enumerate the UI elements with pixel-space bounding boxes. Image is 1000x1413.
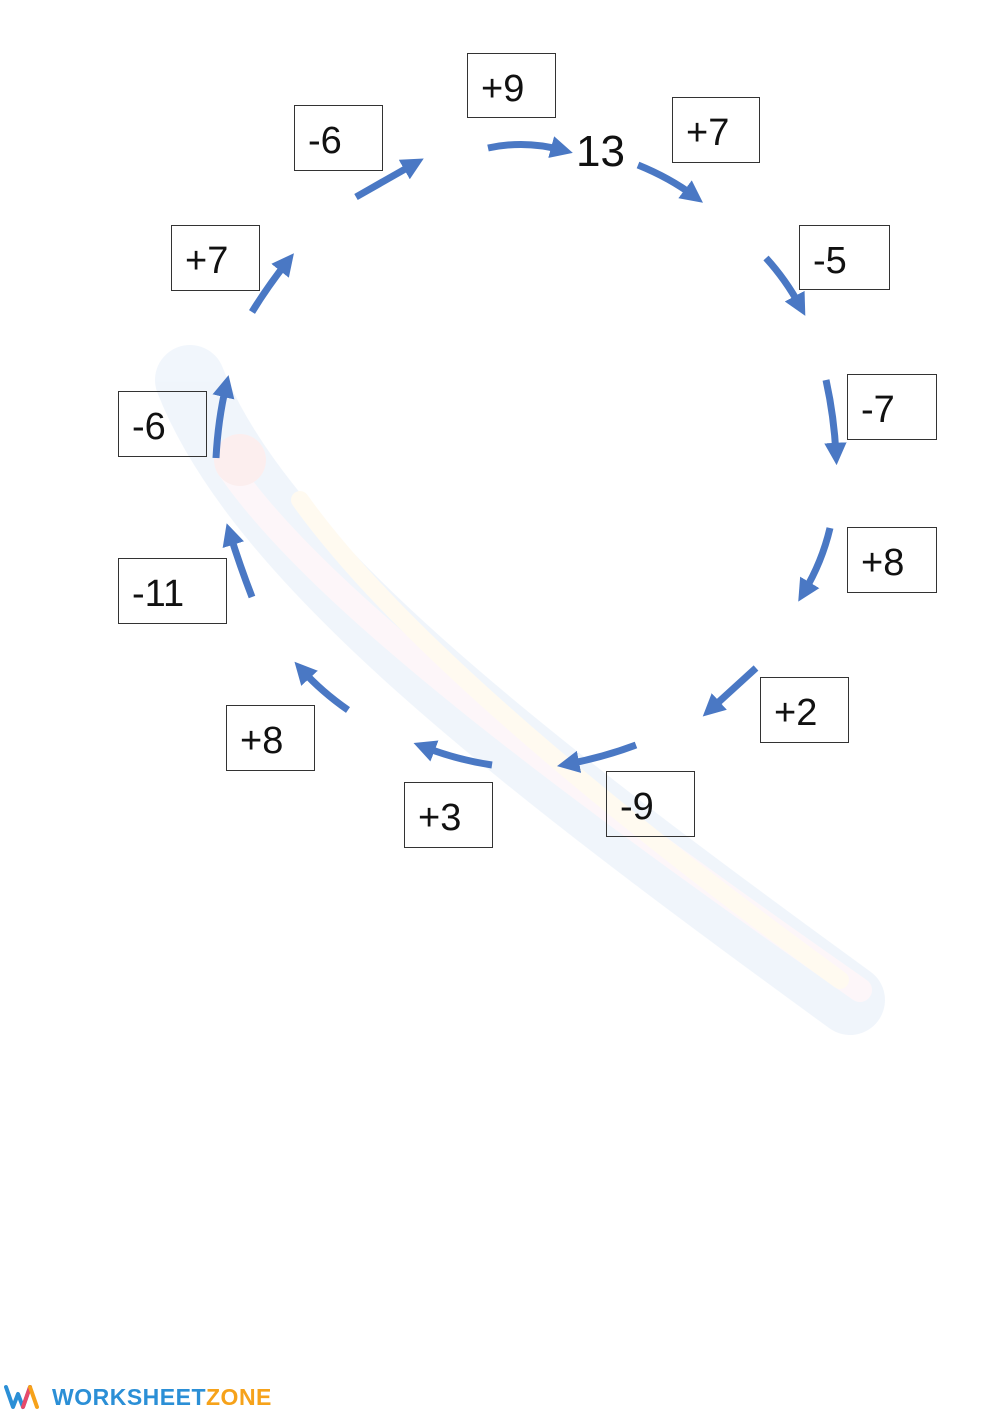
operation-box[interactable]: -6 (294, 105, 383, 171)
arrow-4 (822, 379, 847, 466)
operation-box[interactable]: -5 (799, 225, 890, 290)
brand-name-part1: WORKSHEET (52, 1383, 206, 1410)
brand-name: WORKSHEETZONE (52, 1384, 272, 1411)
arrow-8 (413, 740, 493, 769)
arrow-10 (222, 523, 256, 599)
arrow-9 (294, 661, 350, 713)
operation-box[interactable]: -11 (118, 558, 227, 624)
arrow-13 (354, 158, 424, 201)
start-number: 13 (576, 127, 625, 176)
arrow-3 (763, 255, 806, 316)
operation-box[interactable]: -7 (847, 374, 937, 440)
operation-box[interactable]: +7 (171, 225, 260, 291)
operation-box[interactable]: +3 (404, 782, 493, 848)
worksheetzone-w-logo-icon (4, 1385, 39, 1409)
operation-box[interactable]: -9 (606, 771, 695, 837)
arrow-11 (212, 375, 235, 459)
arrow-12 (249, 253, 294, 314)
brand-name-part2: ZONE (206, 1383, 272, 1410)
operation-box[interactable]: -6 (118, 391, 207, 457)
brand-footer: WORKSHEETZONE (4, 1383, 272, 1411)
arrow-5 (798, 527, 834, 602)
operation-box[interactable]: +8 (847, 527, 937, 593)
arrow-2 (636, 161, 703, 203)
arrow-1 (487, 136, 573, 158)
operation-box[interactable]: +8 (226, 705, 315, 771)
operation-box[interactable]: +9 (467, 53, 556, 118)
operation-box[interactable]: +7 (672, 97, 760, 163)
arrow-6 (702, 665, 759, 717)
operation-box[interactable]: +2 (760, 677, 849, 743)
arrow-7 (557, 741, 638, 773)
